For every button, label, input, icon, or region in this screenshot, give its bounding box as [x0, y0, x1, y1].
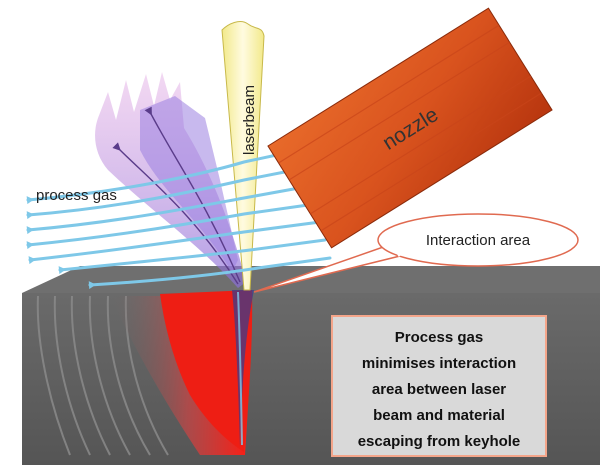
laser-beam: laserbeam [221, 21, 265, 291]
info-box-line-3: area between laser [372, 381, 506, 398]
info-box-line-5: escaping from keyhole [358, 433, 521, 450]
process-gas-flow [26, 148, 332, 290]
process-gas-label: process gas [36, 187, 117, 204]
interaction-area-callout: Interaction area [253, 213, 579, 293]
info-box-line-4: beam and material [373, 407, 505, 424]
workpiece-top-surface [22, 266, 600, 293]
info-box-line-1: Process gas [395, 329, 483, 346]
keyhole [232, 290, 254, 447]
laser-beam-label: laserbeam [241, 85, 258, 155]
info-box: Process gas minimises interaction area b… [331, 315, 547, 457]
info-box-line-2: minimises interaction [362, 355, 516, 372]
melt-pool-core [160, 290, 253, 452]
interaction-area-label: Interaction area [426, 232, 531, 249]
nozzle: nozzle [267, 7, 553, 249]
